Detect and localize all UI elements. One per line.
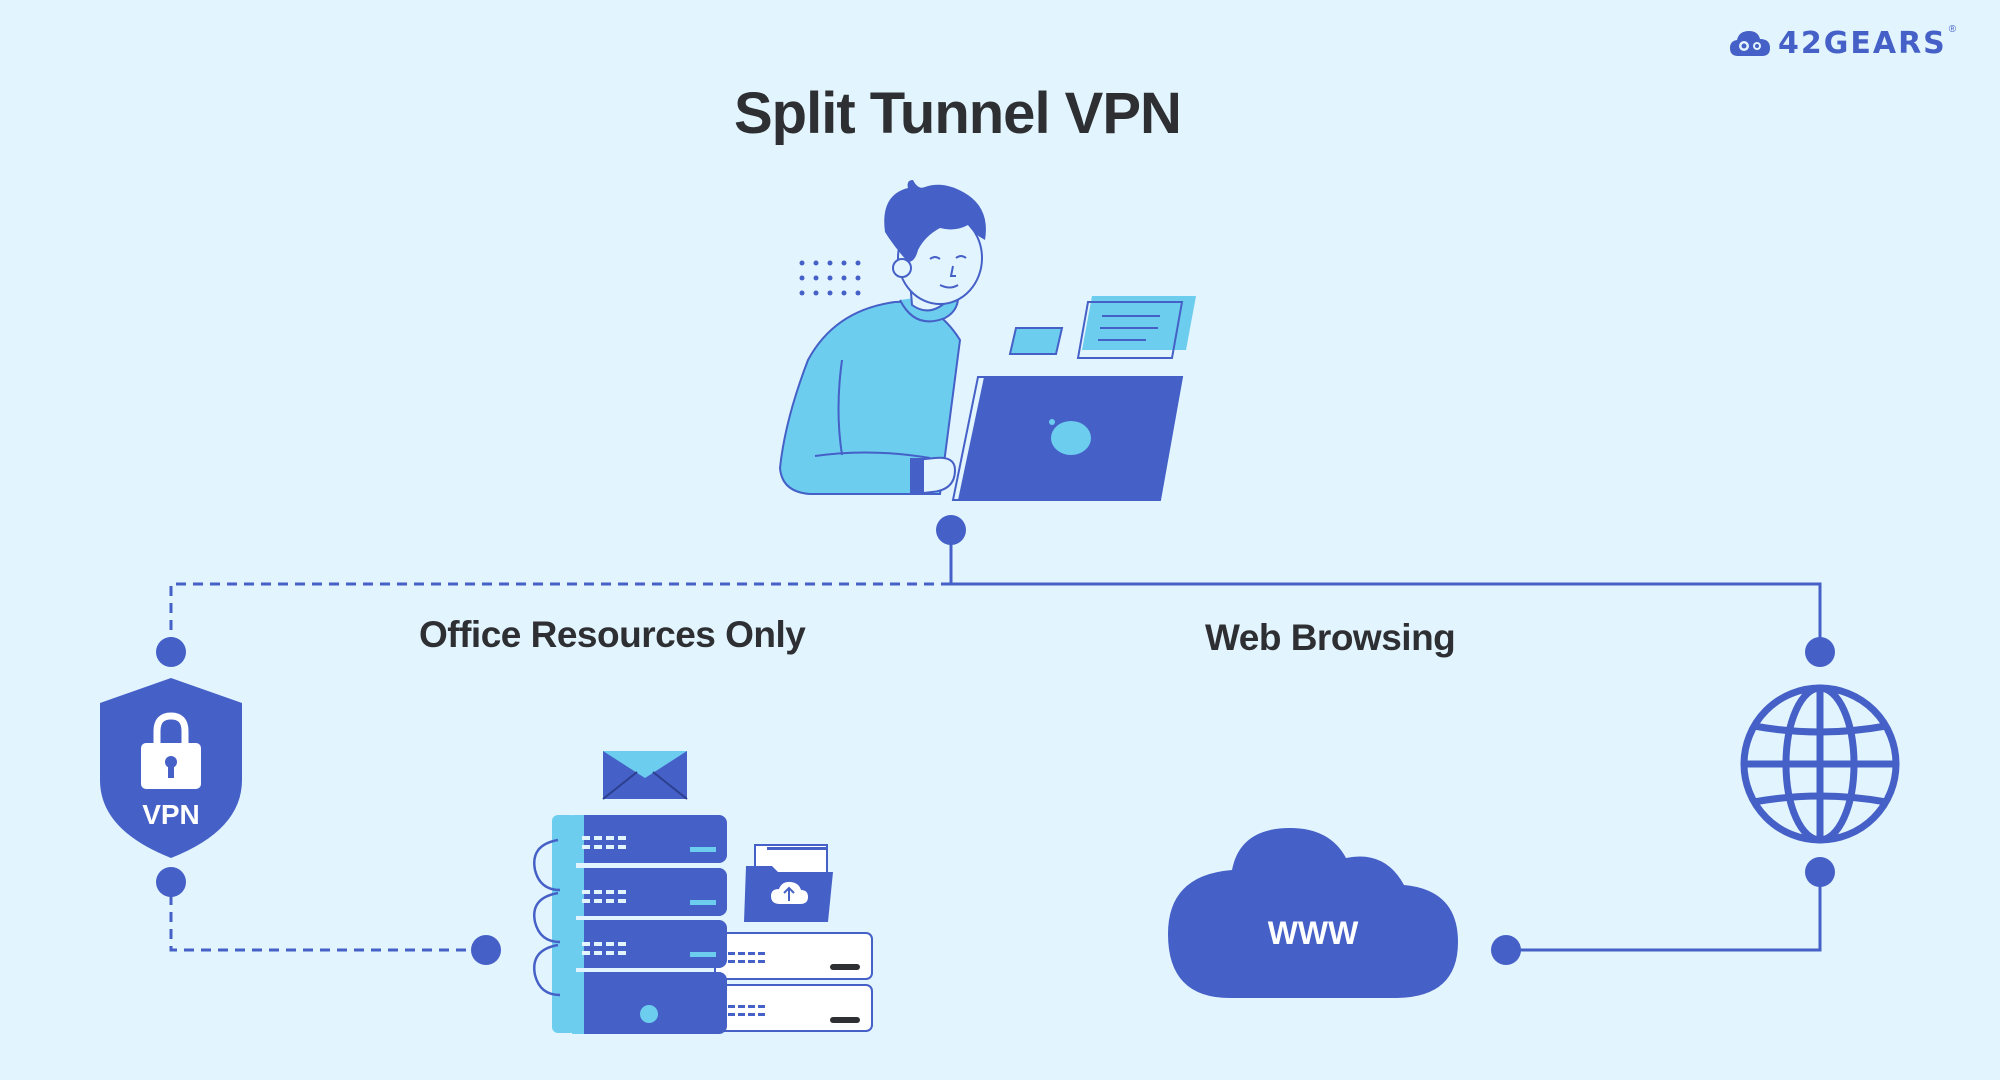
decorative-dot-grid: [799, 260, 861, 296]
globe-top-connector-dot: [1805, 637, 1835, 667]
server-rack-unit: [714, 932, 873, 980]
mail-envelope-icon: [602, 751, 688, 800]
user-connector-dot: [936, 515, 966, 545]
user-at-laptop-illustration: [778, 180, 1196, 501]
brand-name: 42GEARS: [1778, 25, 1947, 61]
brand-registered-mark: ®: [1948, 24, 1957, 35]
brand-cloud-icon: [1730, 31, 1770, 56]
office-server-stack-illustration: [533, 751, 873, 1034]
globe-icon: [1740, 684, 1900, 844]
server-blade: [572, 972, 727, 1034]
server-blade: [572, 815, 727, 863]
server-cables: [533, 838, 561, 997]
shield-bottom-connector-dot: [156, 867, 186, 897]
vpn-path-label: Office Resources Only: [419, 614, 806, 655]
server-rack-unit: [714, 984, 873, 1032]
www-cloud-label: WWW: [1268, 915, 1359, 951]
cloud-upload-folder-icon: [744, 844, 833, 922]
cloud-connector-dot: [1491, 935, 1521, 965]
vpn-path-connector: [169, 582, 951, 952]
vpn-shield-icon: VPN: [100, 678, 242, 858]
server-blade: [572, 920, 727, 968]
www-cloud-icon: WWW: [1168, 828, 1458, 998]
direct-path-label: Web Browsing: [1205, 617, 1456, 658]
server-blade: [572, 868, 727, 916]
direct-path-connector: [949, 530, 1822, 952]
vpn-shield-label: VPN: [142, 799, 200, 830]
diagram-title: Split Tunnel VPN: [734, 81, 1182, 146]
brand-logo: 42GEARS ®: [1728, 24, 1956, 62]
globe-bottom-connector-dot: [1805, 857, 1835, 887]
shield-top-connector-dot: [156, 637, 186, 667]
server-connector-dot: [471, 935, 501, 965]
